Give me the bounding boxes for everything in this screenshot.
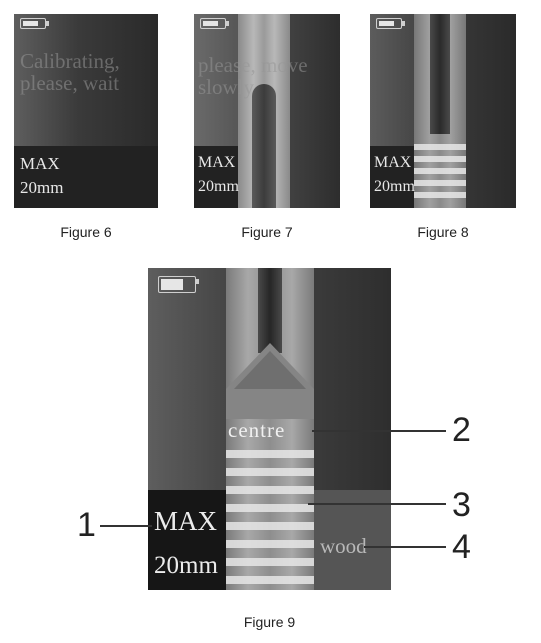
centre-arrow-icon <box>226 343 314 419</box>
scan-rung <box>226 540 314 548</box>
figure-9-screen: centre wood MAX 20mm <box>148 268 391 590</box>
battery-icon <box>200 18 229 29</box>
scan-rung <box>226 576 314 584</box>
scan-rung <box>414 144 466 150</box>
figure-9-caption: Figure 9 <box>243 614 296 630</box>
bottom-panel <box>194 146 238 208</box>
depth-label: 20mm <box>374 178 415 195</box>
mode-label: MAX <box>374 154 412 171</box>
battery-icon <box>376 18 405 29</box>
move-slowly-message: please, move slowly <box>198 53 308 100</box>
centre-label: centre <box>228 418 286 442</box>
scan-rung <box>226 558 314 566</box>
battery-icon <box>20 18 49 29</box>
battery-icon <box>158 276 199 293</box>
figure-8-caption: Figure 8 <box>417 224 469 240</box>
scan-rung <box>414 156 466 162</box>
depth-label: 20mm <box>198 178 239 195</box>
mode-label: MAX <box>198 154 236 171</box>
scan-rung <box>226 486 314 494</box>
scan-rung <box>226 468 314 476</box>
figure-6-screen: Calibrating, please, wait MAX 20mm <box>14 14 158 208</box>
scan-rung <box>414 192 466 198</box>
scan-rung <box>414 168 466 174</box>
scan-rung <box>226 504 314 512</box>
scan-rung <box>226 450 314 458</box>
mode-label: MAX <box>154 506 218 536</box>
scan-core <box>252 84 276 208</box>
callout-line-4 <box>364 546 446 548</box>
material-label: wood <box>320 534 367 558</box>
callout-1: 1 <box>77 506 96 544</box>
callout-line-1 <box>100 525 152 527</box>
figure-7-caption: Figure 7 <box>241 224 293 240</box>
callout-4: 4 <box>452 528 471 566</box>
material-panel <box>314 490 391 590</box>
figure-6-caption: Figure 6 <box>60 224 112 240</box>
scan-rung <box>226 522 314 530</box>
bottom-panel <box>370 146 414 208</box>
scan-rung <box>414 180 466 186</box>
figure-7-screen: please, move slowly MAX 20mm <box>194 14 340 208</box>
scan-core <box>430 14 450 134</box>
bottom-panel <box>148 490 226 590</box>
mode-label: MAX <box>20 154 60 173</box>
bottom-panel <box>14 146 158 208</box>
callout-line-3 <box>308 503 446 505</box>
callout-line-2 <box>312 430 446 432</box>
figure-8-screen: MAX 20mm <box>370 14 516 208</box>
callout-3: 3 <box>452 486 471 524</box>
scan-core <box>258 268 282 353</box>
callout-2: 2 <box>452 411 471 449</box>
calibrating-message: Calibrating, please, wait <box>20 49 120 96</box>
depth-label: 20mm <box>154 552 218 579</box>
depth-label: 20mm <box>20 178 64 197</box>
